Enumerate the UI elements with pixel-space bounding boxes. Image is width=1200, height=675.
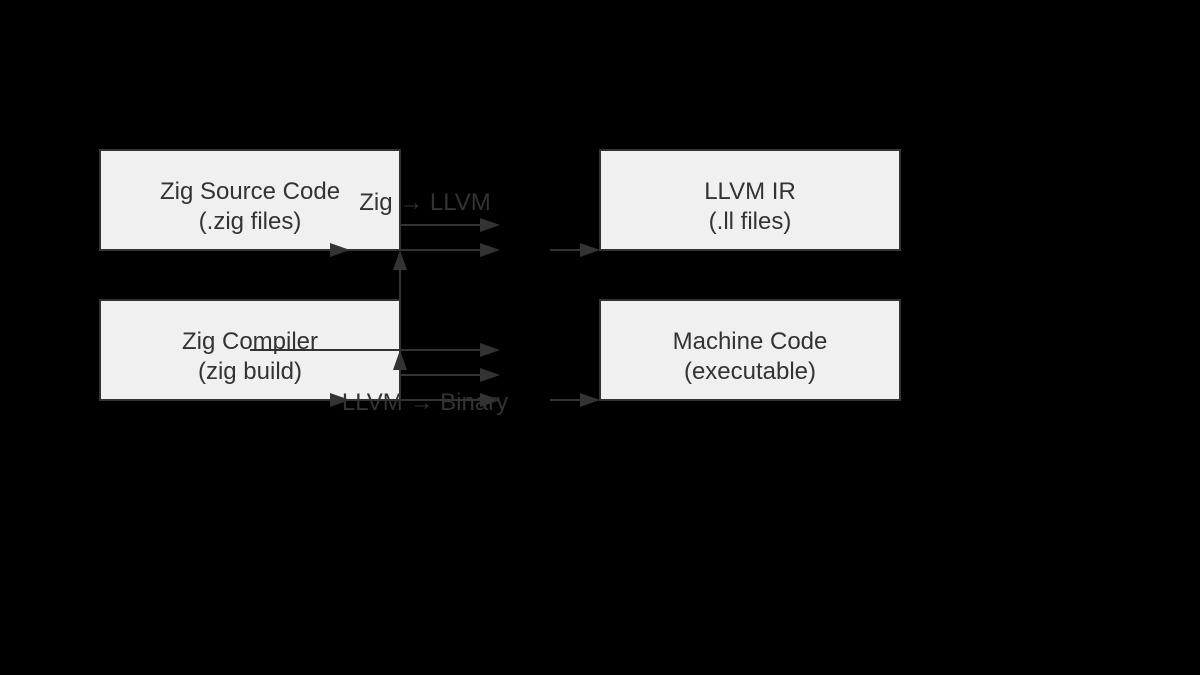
node-title: Zig Source Code — [160, 178, 340, 205]
edge-label-zig-to-llvm: Zig → LLVM — [359, 189, 491, 216]
arrowhead-icon — [330, 393, 350, 407]
node-subtitle: (.zig files) — [199, 208, 302, 235]
node-zig-source-code: Zig Source Code (.zig files) — [99, 149, 401, 251]
lower-connectors — [250, 343, 600, 407]
node-box — [99, 149, 401, 251]
arrowhead-icon — [480, 393, 500, 407]
node-subtitle: (zig build) — [198, 358, 302, 385]
arrowhead-icon — [393, 350, 407, 370]
node-llvm-ir: LLVM IR (.ll files) — [599, 149, 901, 251]
arrowhead-icon — [480, 218, 500, 232]
arrowhead-icon — [480, 368, 500, 382]
node-subtitle: (executable) — [684, 358, 816, 385]
arrowhead-icon — [580, 243, 600, 257]
node-machine-code: Machine Code (executable) — [599, 299, 901, 401]
arrowhead-icon — [480, 343, 500, 357]
arrowhead-icon — [330, 243, 350, 257]
arrowhead-icon — [480, 243, 500, 257]
node-title: Machine Code — [673, 328, 828, 355]
node-box — [599, 149, 901, 251]
edge-label-llvm-to-binary: LLVM → Binary — [342, 389, 508, 416]
upper-connectors — [330, 218, 600, 300]
arrowhead-icon — [580, 393, 600, 407]
node-title: LLVM IR — [704, 178, 796, 205]
node-subtitle: (.ll files) — [709, 208, 792, 235]
arrowhead-icon — [393, 250, 407, 270]
node-box — [599, 299, 901, 401]
